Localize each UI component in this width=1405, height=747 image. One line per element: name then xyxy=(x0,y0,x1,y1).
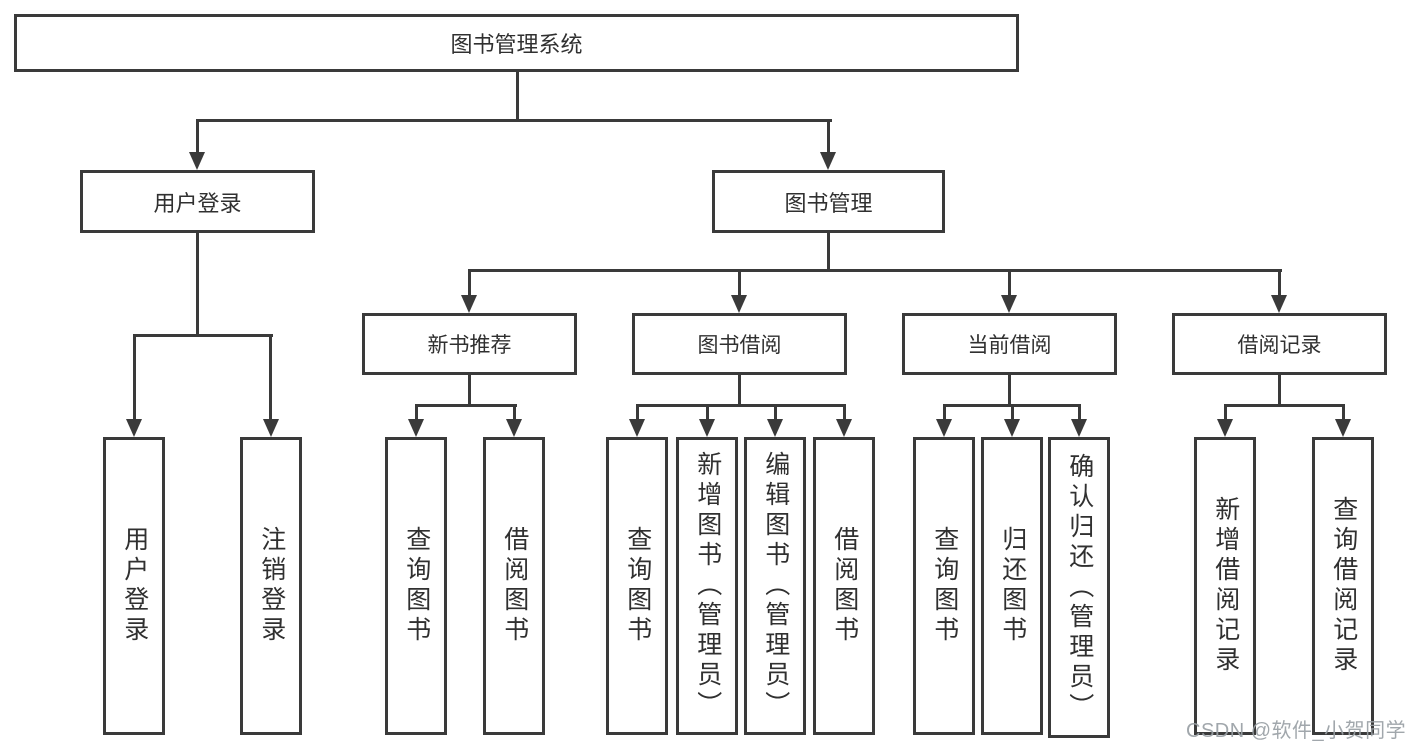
arrow-down-icon xyxy=(1004,419,1020,437)
leaf-return-books-label: 归还图书 xyxy=(998,526,1027,646)
arrow-down-icon xyxy=(767,419,783,437)
leaf-borrow-books-recommend-label: 借阅图书 xyxy=(500,526,529,646)
node-borrowing-records: 借阅记录 xyxy=(1172,313,1387,375)
arrow-down-icon xyxy=(1271,295,1287,313)
node-new-book-recommendation-label: 新书推荐 xyxy=(427,334,512,357)
leaf-query-books-current-label: 查询图书 xyxy=(930,526,959,646)
leaf-query-books-recommend: 查询图书 xyxy=(385,437,447,735)
node-book-management-label: 图书管理 xyxy=(784,190,873,216)
node-root-label: 图书管理系统 xyxy=(450,32,583,57)
connector-leaf-stub xyxy=(1078,404,1081,420)
arrow-down-icon xyxy=(731,295,747,313)
leaf-add-borrow-record: 新增借阅记录 xyxy=(1194,437,1256,735)
node-book-borrowing: 图书借阅 xyxy=(632,313,847,375)
leaf-borrow-books-borrowing: 借阅图书 xyxy=(813,437,875,735)
leaf-borrow-books-borrowing-label: 借阅图书 xyxy=(830,526,859,646)
arrow-down-icon xyxy=(189,152,205,170)
connector-leaf-stub xyxy=(415,404,418,420)
connector-section2-branch xyxy=(636,404,846,407)
connector-leaf-stub xyxy=(1224,404,1227,420)
connector-section1-branch xyxy=(415,404,517,407)
connector-book-management-stub xyxy=(827,119,830,153)
connector-root-stem xyxy=(516,71,519,120)
arrow-down-icon xyxy=(699,419,715,437)
leaf-query-books-recommend-label: 查询图书 xyxy=(402,526,431,646)
leaf-user-login: 用户登录 xyxy=(103,437,165,735)
arrow-down-icon xyxy=(936,419,952,437)
leaf-edit-books-admin: 编辑图书（管理员） xyxy=(744,437,806,735)
node-root: 图书管理系统 xyxy=(14,14,1019,72)
leaf-query-books-current: 查询图书 xyxy=(913,437,975,735)
arrow-down-icon xyxy=(629,419,645,437)
leaf-logout-login-label: 注销登录 xyxy=(257,526,286,646)
leaf-confirm-return-admin: 确认归还（管理员） xyxy=(1048,437,1110,738)
node-borrowing-records-label: 借阅记录 xyxy=(1237,334,1322,357)
node-book-management: 图书管理 xyxy=(712,170,945,233)
watermark: CSDN @软件_小贺同学 xyxy=(1186,720,1405,742)
node-user-login: 用户登录 xyxy=(80,170,315,233)
node-current-borrowing-label: 当前借阅 xyxy=(967,334,1052,357)
leaf-query-books-borrowing: 查询图书 xyxy=(606,437,668,735)
connector-section3-stem xyxy=(1008,375,1011,407)
connector-leaf-stub xyxy=(1342,404,1345,420)
arrow-down-icon xyxy=(836,419,852,437)
connector-leaf-stub xyxy=(513,404,516,420)
arrow-down-icon xyxy=(1071,419,1087,437)
connector-user-login-branch xyxy=(133,334,273,337)
arrow-down-icon xyxy=(126,419,142,437)
node-book-borrowing-label: 图书借阅 xyxy=(697,334,782,357)
leaf-borrow-books-recommend: 借阅图书 xyxy=(483,437,545,735)
leaf-query-borrow-record-label: 查询借阅记录 xyxy=(1329,496,1358,676)
connector-section-stub xyxy=(468,269,471,297)
arrow-down-icon xyxy=(820,152,836,170)
connector-section1-stem xyxy=(468,375,471,407)
arrow-down-icon xyxy=(506,419,522,437)
connector-section4-stem xyxy=(1278,375,1281,407)
connector-leaf-stub xyxy=(133,334,136,420)
arrow-down-icon xyxy=(263,419,279,437)
leaf-add-books-admin-label: 新增图书（管理员） xyxy=(693,451,722,721)
connector-section-stub xyxy=(738,269,741,297)
connector-leaf-stub xyxy=(269,334,272,420)
connector-section-stub xyxy=(1278,269,1281,297)
connector-leaf-stub xyxy=(774,404,777,420)
arrow-down-icon xyxy=(461,295,477,313)
connector-level2-branch xyxy=(196,119,832,122)
connector-leaf-stub xyxy=(706,404,709,420)
arrow-down-icon xyxy=(1335,419,1351,437)
connector-book-management-stem xyxy=(827,233,830,272)
leaf-return-books: 归还图书 xyxy=(981,437,1043,735)
leaf-user-login-label: 用户登录 xyxy=(120,526,149,646)
connector-leaf-stub xyxy=(636,404,639,420)
leaf-add-borrow-record-label: 新增借阅记录 xyxy=(1211,496,1240,676)
connector-section2-stem xyxy=(738,375,741,407)
connector-leaf-stub xyxy=(1011,404,1014,420)
connector-leaf-stub xyxy=(843,404,846,420)
node-user-login-label: 用户登录 xyxy=(153,190,242,216)
connector-user-login-stem xyxy=(196,233,199,337)
connector-user-login-stub xyxy=(196,119,199,153)
node-current-borrowing: 当前借阅 xyxy=(902,313,1117,375)
connector-section-stub xyxy=(1008,269,1011,297)
leaf-add-books-admin: 新增图书（管理员） xyxy=(676,437,738,735)
node-new-book-recommendation: 新书推荐 xyxy=(362,313,577,375)
leaf-query-books-borrowing-label: 查询图书 xyxy=(623,526,652,646)
leaf-logout-login: 注销登录 xyxy=(240,437,302,735)
leaf-confirm-return-admin-label: 确认归还（管理员） xyxy=(1065,452,1094,723)
arrow-down-icon xyxy=(1001,295,1017,313)
connector-level3-branch xyxy=(468,269,1282,272)
leaf-edit-books-admin-label: 编辑图书（管理员） xyxy=(761,451,790,721)
connector-section4-branch xyxy=(1224,404,1345,407)
arrow-down-icon xyxy=(1217,419,1233,437)
arrow-down-icon xyxy=(408,419,424,437)
leaf-query-borrow-record: 查询借阅记录 xyxy=(1312,437,1374,735)
connector-leaf-stub xyxy=(943,404,946,420)
